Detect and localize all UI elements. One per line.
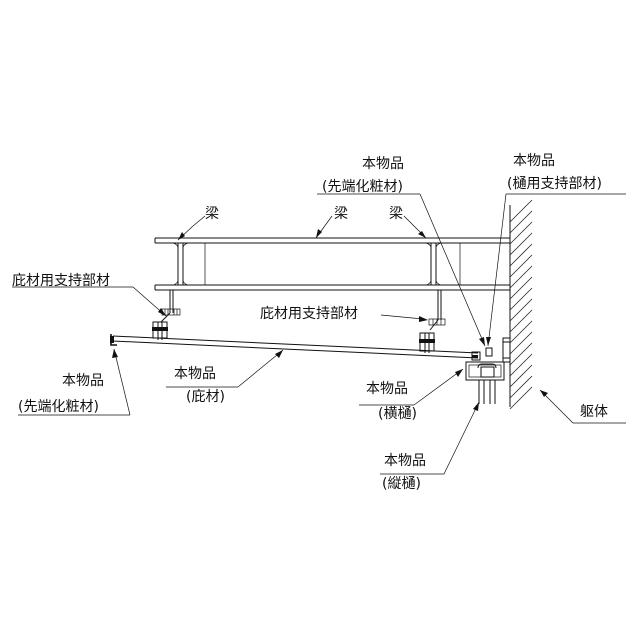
- label-product-tip-bottom-sub: (先端化粧材): [18, 399, 99, 415]
- label-support-mid: 庇材用支持部材: [260, 306, 358, 322]
- wall-hatch-line: [510, 277, 532, 299]
- labels: 梁 梁 梁 庇材用支持部材 庇材用支持部材 本物品 (先端化粧材) 本物品 (樋…: [12, 153, 608, 492]
- wall-hatch-line: [510, 354, 532, 376]
- label-beam-right: 梁: [389, 206, 403, 222]
- label-product-tip-top: 本物品: [362, 156, 404, 172]
- label-beam-mid: 梁: [334, 206, 348, 222]
- label-product-eave-sub: (庇材): [186, 389, 225, 405]
- label-body: 躯体: [580, 404, 608, 420]
- wall-hatch-line: [510, 310, 532, 332]
- wall-hatch-line: [510, 321, 532, 343]
- support-member-right: [419, 290, 445, 353]
- label-support-left: 庇材用支持部材: [12, 273, 110, 289]
- wall-hatch-line: [510, 244, 532, 266]
- wall-hatch-line: [510, 332, 532, 354]
- label-product-vertical-gutter-sub: (縦樋): [382, 476, 421, 492]
- label-product-tip-bottom: 本物品: [62, 373, 104, 389]
- wall-hatch-line: [510, 365, 532, 387]
- wall-hatch-line: [510, 288, 532, 310]
- label-product-vertical-gutter: 本物品: [384, 453, 426, 469]
- label-beam-left: 梁: [205, 206, 219, 222]
- wall-hatch-line: [510, 255, 532, 277]
- building-wall: [510, 200, 532, 409]
- wall-hatch-line: [510, 266, 532, 288]
- wall-hatch-line: [510, 233, 532, 255]
- label-product-horizontal-gutter: 本物品: [366, 381, 408, 397]
- beam: [155, 238, 510, 290]
- gutter-assembly: [466, 338, 510, 404]
- support-member-left: [152, 290, 180, 340]
- label-product-gutter-support-sub: (樋用支持部材): [507, 176, 602, 192]
- wall-hatch-line: [510, 343, 532, 365]
- wall-hatch-line: [510, 376, 532, 398]
- wall-hatch-line: [510, 299, 532, 321]
- wall-hatch-line: [510, 200, 532, 222]
- label-product-gutter-support: 本物品: [513, 153, 555, 169]
- label-product-eave: 本物品: [174, 366, 216, 382]
- wall-hatch-line: [510, 211, 532, 233]
- leader-lines: [12, 194, 626, 474]
- label-product-horizontal-gutter-sub: (横樋): [378, 406, 417, 422]
- wall-hatch-line: [510, 222, 532, 244]
- wall-hatch-line: [510, 387, 532, 409]
- label-product-tip-top-sub: (先端化粧材): [322, 179, 403, 195]
